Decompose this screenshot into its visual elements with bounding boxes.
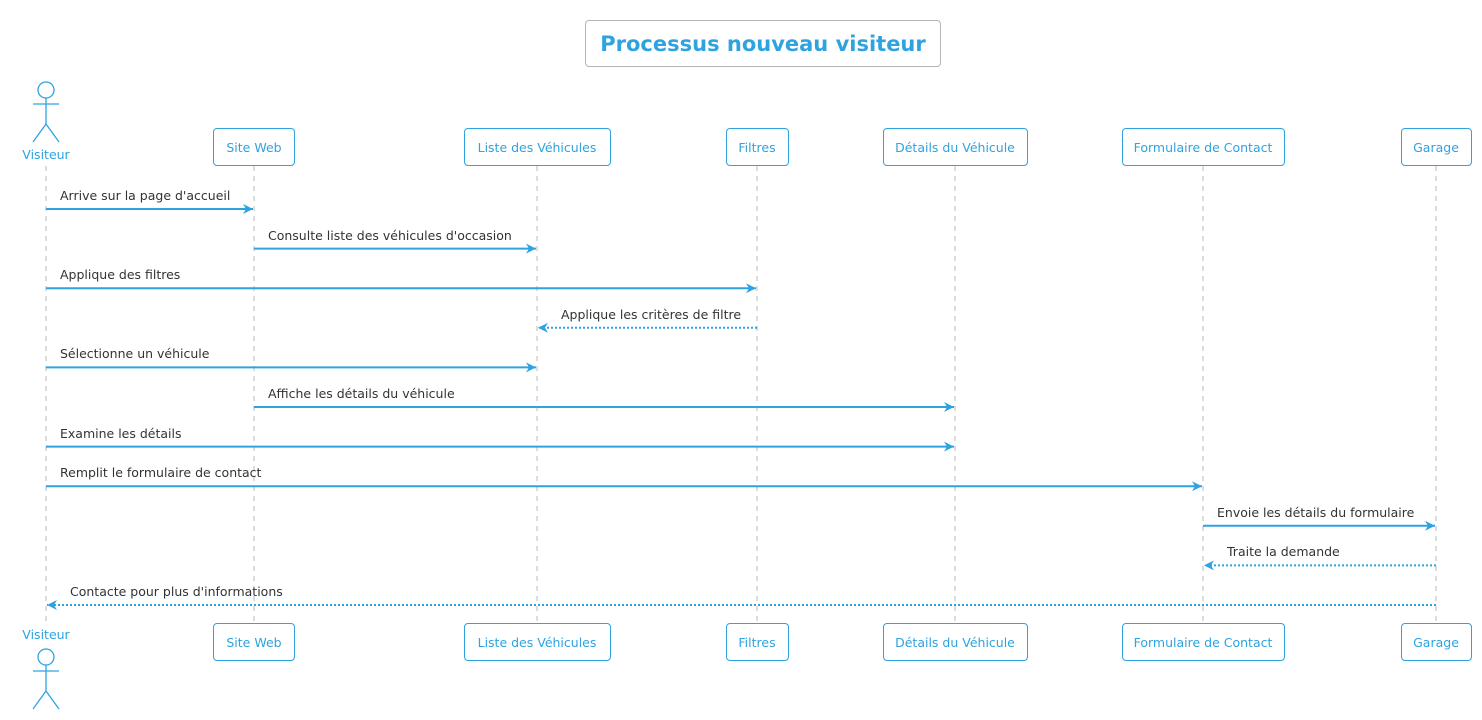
message-label-3: Applique des filtres [60,267,181,283]
message-label-1: Arrive sur la page d'accueil [60,188,231,203]
message-label-10: Traite la demande [1227,544,1340,560]
participant-top-liste: Liste des Véhicules [463,128,611,166]
participant-bottom-visiteur: Visiteur [22,627,70,642]
message-label-7: Examine les détails [60,425,182,441]
diagram-title: Processus nouveau visiteur [600,31,926,56]
participant-bottom-details: Détails du Véhicule [882,623,1028,661]
participant-bottom-filtres: Filtres [725,623,789,661]
participant-bottom-liste: Liste des Véhicules [463,623,611,661]
participant-top-visiteur: Visiteur [22,147,70,162]
message-label-9: Envoie les détails du formulaire [1217,504,1415,520]
bottom-visiteur-actor-icon [32,648,60,710]
message-label-11: Contacte pour plus d'informations [70,584,283,599]
top-visiteur-actor-icon [32,81,60,143]
participant-top-site: Site Web [213,128,295,166]
diagram-title-box: Processus nouveau visiteur [585,20,941,67]
participant-bottom-site: Site Web [213,623,295,661]
message-label-4: Applique les critères de filtre [561,306,742,322]
message-label-2: Consulte liste des véhicules d'occasion [268,227,512,243]
participant-top-form: Formulaire de Contact [1121,128,1285,166]
participant-top-details: Détails du Véhicule [882,128,1028,166]
message-label-8: Remplit le formulaire de contact [60,465,262,481]
participant-top-garage: Garage [1400,128,1472,166]
message-label-6: Affiche les détails du véhicule [268,386,455,401]
message-label-5: Sélectionne un véhicule [60,346,210,362]
participant-top-filtres: Filtres [725,128,789,166]
participant-bottom-garage: Garage [1400,623,1472,661]
participant-bottom-form: Formulaire de Contact [1121,623,1285,661]
